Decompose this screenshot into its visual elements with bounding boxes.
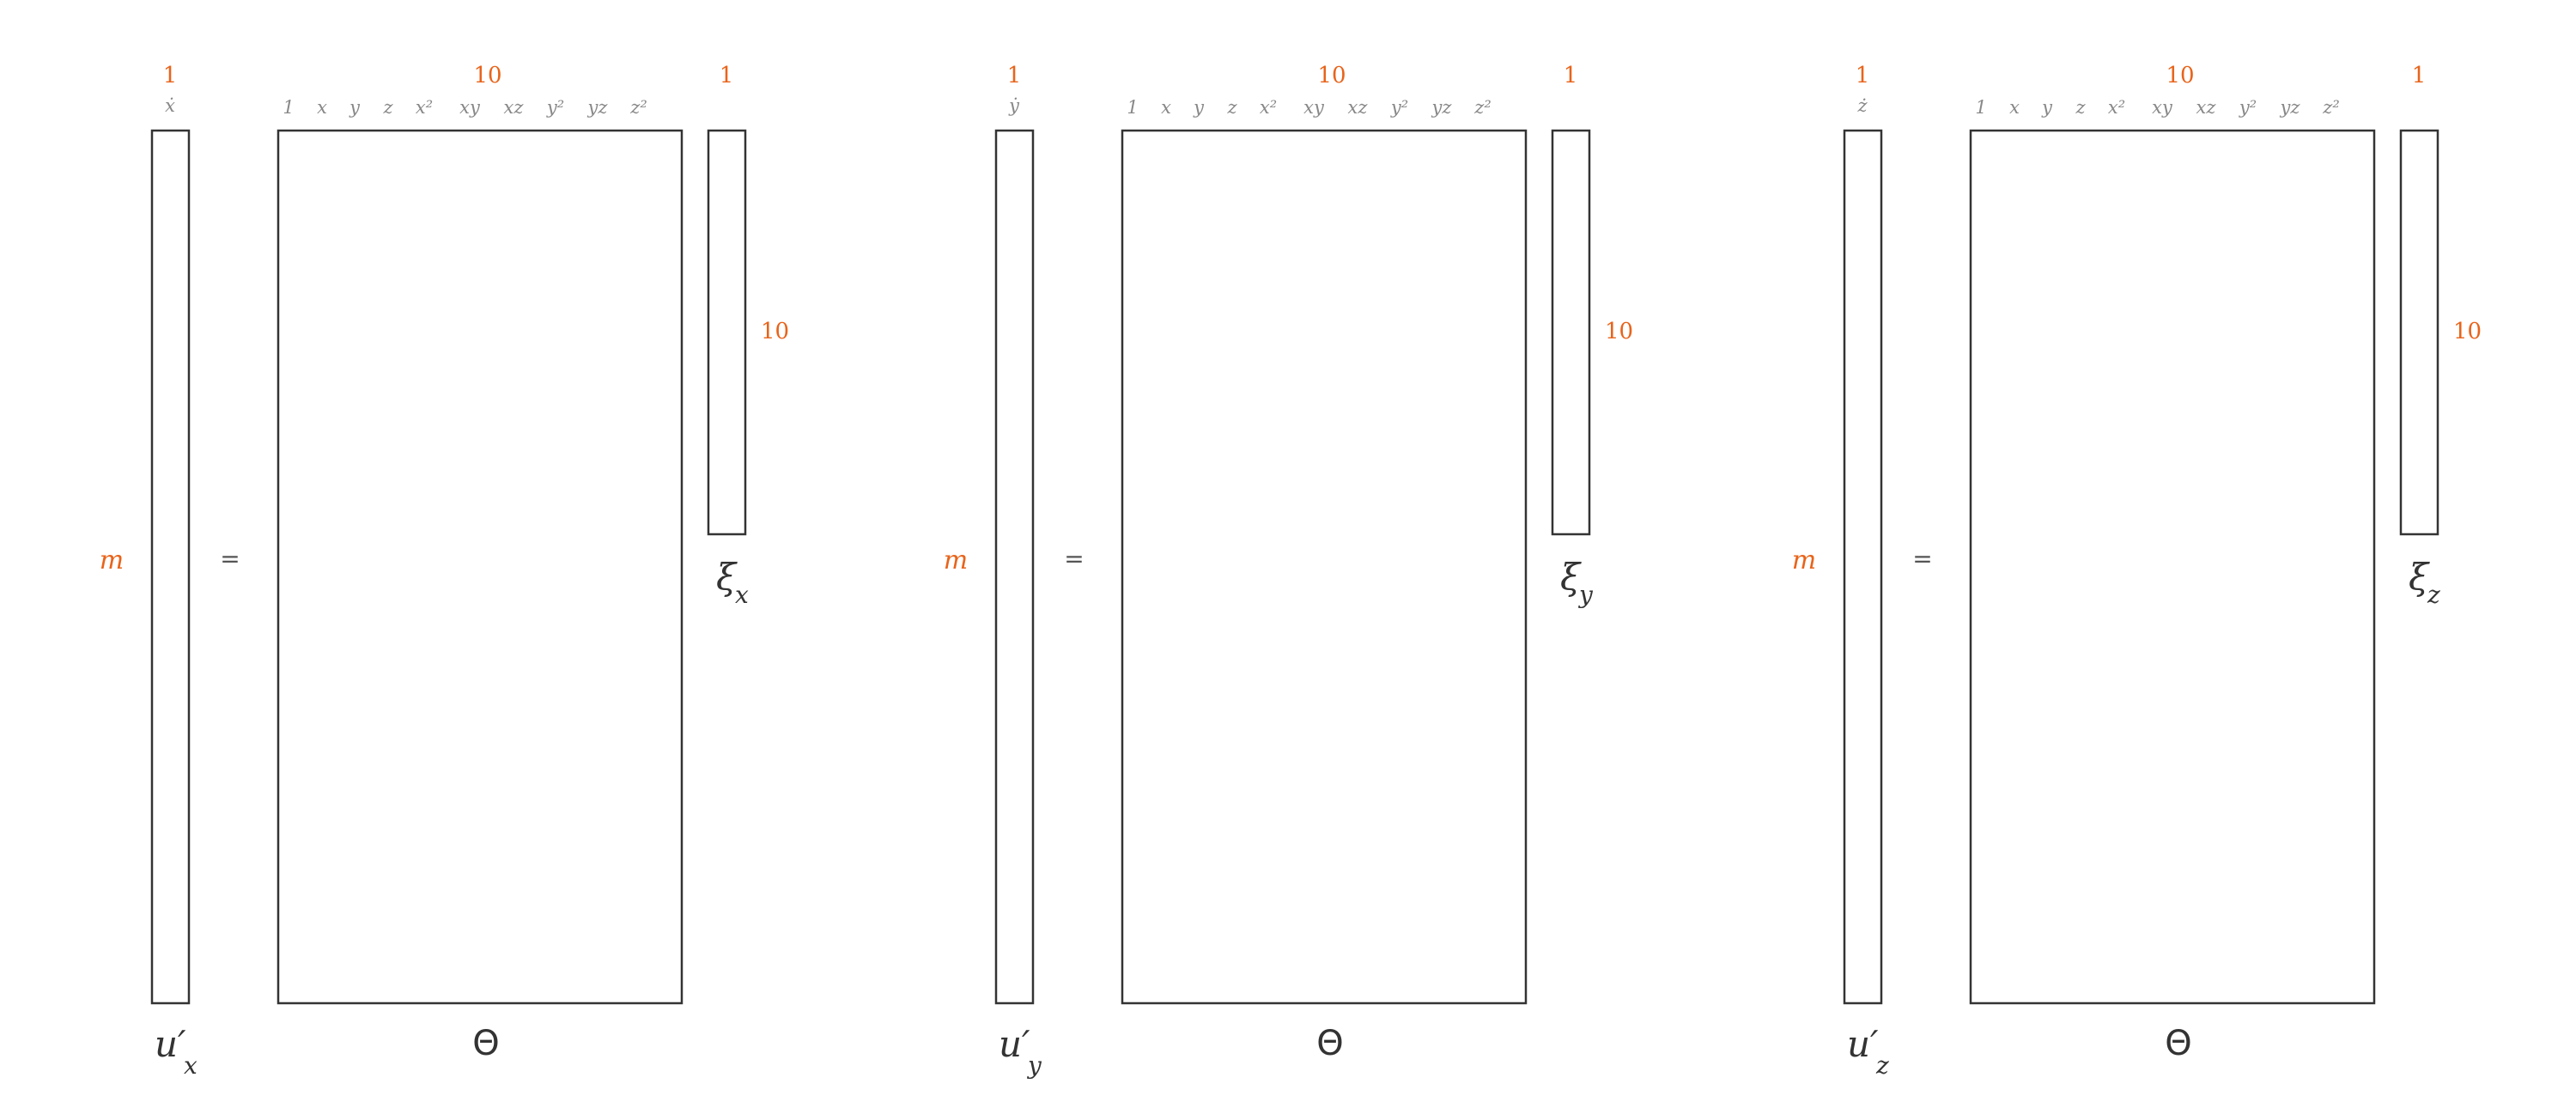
rows-label: m (100, 545, 124, 575)
theta-column-header: 1 (283, 97, 294, 118)
theta-column-header: xz (504, 97, 525, 118)
rows-label: m (1792, 545, 1816, 575)
lhs-vector-box (1843, 129, 1883, 1005)
theta-label: Θ (472, 1024, 499, 1063)
theta-column-header: x (1161, 97, 1171, 118)
theta-width-label: 10 (2166, 63, 2194, 88)
xi-width-label: 1 (1564, 63, 1578, 88)
theta-label: Θ (2165, 1024, 2191, 1063)
xi-height-label: 10 (1605, 319, 1633, 344)
lhs-width-label: 1 (163, 63, 178, 88)
theta-column-header: yz (587, 97, 609, 118)
theta-column-header: xz (1348, 97, 1369, 118)
equals-sign: = (220, 545, 240, 573)
equals-sign: = (1064, 545, 1084, 573)
theta-column-header: z (1226, 97, 1237, 118)
theta-column-header: xz (2196, 97, 2217, 118)
lhs-subscript: x (184, 1051, 197, 1080)
lhs-name: u′ (155, 1023, 186, 1065)
xi-name: ξ (2409, 556, 2430, 598)
equals-sign: = (1912, 545, 1932, 573)
lhs-header: ż (1856, 95, 1868, 116)
theta-column-header: y (2041, 97, 2053, 118)
xi-name: ξ (1560, 556, 1582, 598)
theta-matrix-box (276, 129, 683, 1005)
lhs-name: u′ (999, 1023, 1030, 1065)
theta-column-header: x (317, 97, 327, 118)
theta-column-header: xy (2152, 97, 2173, 118)
theta-width-label: 10 (473, 63, 501, 88)
lhs-width-label: 1 (1007, 63, 1022, 88)
xi-vector-box (1551, 129, 1591, 536)
theta-column-header: y² (1390, 97, 1408, 118)
lhs-header: ẏ (1008, 95, 1020, 116)
lhs-vector-box (994, 129, 1035, 1005)
xi-vector-box (707, 129, 747, 536)
theta-column-header: yz (2280, 97, 2301, 118)
theta-column-header: z² (629, 97, 647, 118)
theta-column-header: y² (546, 97, 564, 118)
theta-column-header: 1 (1127, 97, 1138, 118)
theta-column-header: x² (416, 97, 433, 118)
theta-column-header: x² (2108, 97, 2125, 118)
theta-column-header: 1 (1975, 97, 1986, 118)
xi-width-label: 1 (720, 63, 734, 88)
theta-column-header: xy (1303, 97, 1325, 118)
xi-subscript: y (1577, 581, 1594, 609)
theta-column-header: x² (1260, 97, 1277, 118)
theta-column-header: z (2075, 97, 2086, 118)
lhs-width-label: 1 (1856, 63, 1870, 88)
xi-height-label: 10 (761, 319, 789, 344)
theta-matrix-box (1969, 129, 2376, 1005)
theta-column-header: y (1193, 97, 1205, 118)
lhs-name: u′ (1847, 1023, 1879, 1065)
theta-column-header: x (2009, 97, 2020, 118)
xi-height-label: 10 (2453, 319, 2482, 344)
lhs-header: ẋ (165, 95, 175, 116)
theta-column-header: z (382, 97, 393, 118)
theta-column-header: xy (459, 97, 481, 118)
rows-label: m (944, 545, 968, 575)
theta-column-header: y² (2239, 97, 2257, 118)
xi-subscript: z (2427, 581, 2440, 609)
xi-subscript: x (735, 581, 749, 609)
xi-width-label: 1 (2412, 63, 2427, 88)
theta-column-header: z² (1473, 97, 1491, 118)
lhs-vector-box (150, 129, 191, 1005)
theta-width-label: 10 (1317, 63, 1346, 88)
xi-vector-box (2399, 129, 2439, 536)
lhs-subscript: y (1026, 1051, 1042, 1080)
theta-matrix-box (1121, 129, 1528, 1005)
theta-label: Θ (1316, 1024, 1343, 1063)
xi-name: ξ (716, 556, 738, 598)
lhs-subscript: z (1875, 1051, 1889, 1080)
theta-column-header: y (349, 97, 361, 118)
theta-column-header: z² (2322, 97, 2339, 118)
theta-column-header: yz (1431, 97, 1453, 118)
